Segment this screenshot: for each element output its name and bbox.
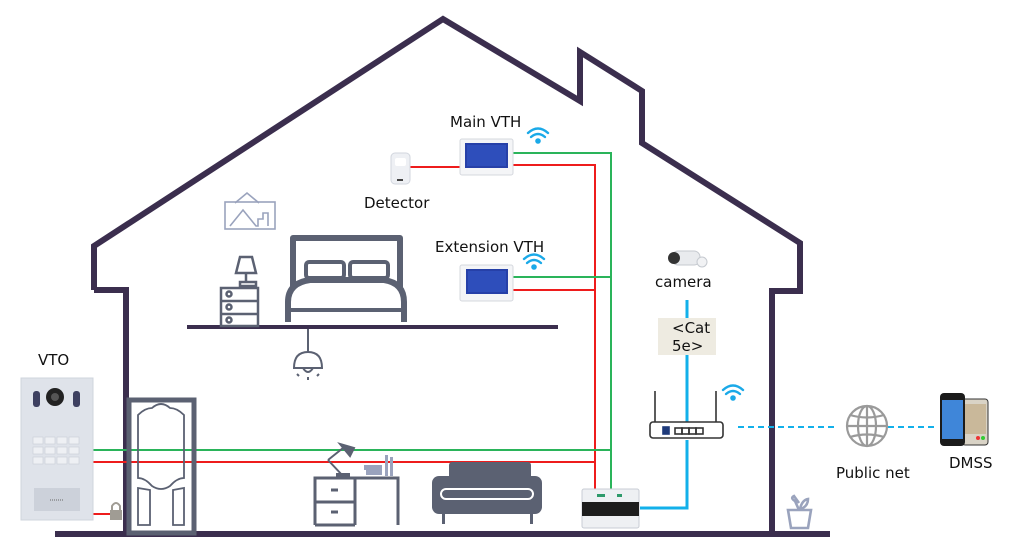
vto-label: VTO <box>38 351 69 369</box>
main-vth-label: Main VTH <box>450 113 521 131</box>
sofa-icon <box>432 462 542 524</box>
wire-main-vth-red <box>513 164 596 490</box>
globe-icon <box>845 404 889 448</box>
house-outline <box>55 15 830 537</box>
extension-vth-label: Extension VTH <box>435 238 544 256</box>
desk-lamp-icon <box>327 442 356 478</box>
plant-pot-icon <box>786 494 813 530</box>
camera-label: camera <box>655 273 712 291</box>
lock-icon <box>110 502 122 520</box>
door-station-icon <box>20 377 94 521</box>
door-icon <box>126 397 197 536</box>
ceiling-lamp-icon <box>292 329 324 380</box>
picture-frame-icon <box>224 191 276 230</box>
nightstand-icon <box>219 286 260 328</box>
cable-type-line1: <Cat <box>672 319 710 337</box>
router-icon <box>649 391 724 439</box>
table-lamp-icon <box>234 255 258 288</box>
main-vth-device <box>459 138 514 176</box>
cable-router-switch <box>640 440 689 510</box>
extension-vth-device <box>459 264 514 302</box>
detector-label: Detector <box>364 194 430 212</box>
wires <box>93 152 938 515</box>
wire-main-vth-green <box>513 152 612 490</box>
poe-switch-icon <box>581 488 640 529</box>
bullet-camera-icon <box>668 250 708 268</box>
house-left-wall <box>94 287 129 535</box>
public-net-label: Public net <box>836 464 910 482</box>
wifi-icon <box>526 127 550 144</box>
cable-type-label: <Cat 5e> <box>658 318 716 355</box>
pir-detector-icon <box>390 152 411 185</box>
books-icon <box>364 455 393 476</box>
cable-type-line2: 5e> <box>672 337 703 355</box>
bed-icon <box>285 235 407 322</box>
smartphone-app-icon <box>940 393 989 446</box>
desk-icon <box>313 476 400 527</box>
wifi-icon <box>522 253 546 270</box>
dmss-label: DMSS <box>949 454 993 472</box>
house-wall-outline <box>91 15 803 535</box>
wifi-icon <box>721 384 745 401</box>
